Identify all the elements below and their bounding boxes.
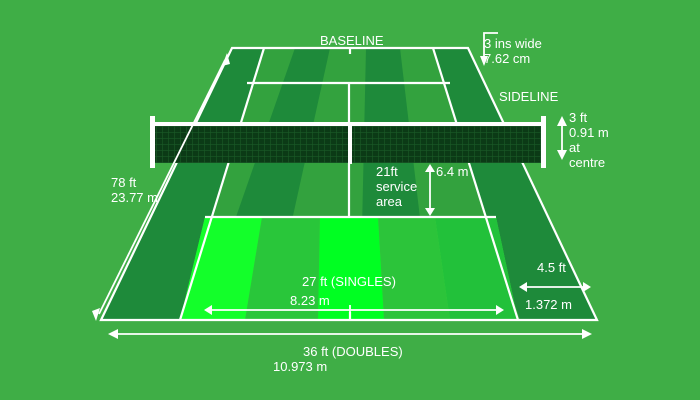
alley-width-label: 4.5 ft xyxy=(537,260,566,275)
sideline-label: SIDELINE xyxy=(499,89,559,104)
court-length-label: 78 ft 23.77 m xyxy=(111,175,158,205)
net-height-label: 3 ft 0.91 m at centre xyxy=(569,110,609,170)
singles-width-label: 27 ft (SINGLES) xyxy=(302,274,396,289)
doubles-width-m-label: 10.973 m xyxy=(273,359,328,374)
line-width-label: 3 ins wide 7.62 cm xyxy=(484,36,542,66)
alley-width-m-label: 1.372 m xyxy=(525,297,572,312)
singles-width-m-label: 8.23 m xyxy=(290,293,330,308)
doubles-width-label: 36 ft (DOUBLES) xyxy=(303,344,403,359)
dimension-arrows xyxy=(92,32,592,339)
net xyxy=(150,116,546,168)
baseline-label: BASELINE xyxy=(320,33,384,48)
service-length-m-label: 6.4 m xyxy=(436,164,469,179)
service-area-label: 21ft service area xyxy=(376,164,418,209)
